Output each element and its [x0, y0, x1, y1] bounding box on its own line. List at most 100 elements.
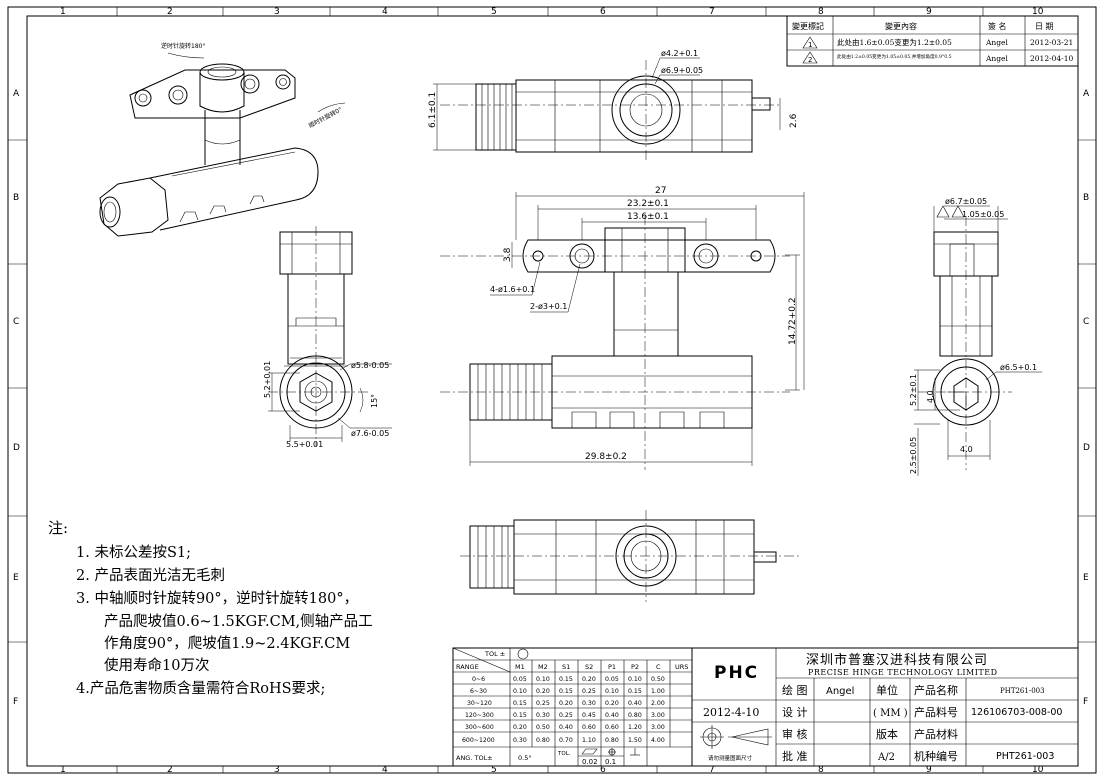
tol-cell: 0.10: [605, 688, 619, 695]
dim-front-bottom: 29.8±0.2: [585, 452, 627, 462]
section-hatch: [949, 243, 975, 277]
dim-front-inner: 13.6±0.1: [627, 212, 669, 222]
circularity-icon: [517, 648, 529, 660]
tol-range: 0~6: [472, 676, 485, 683]
tol-range: 6~30: [470, 688, 487, 695]
col-label-1b: 1: [60, 765, 66, 775]
title-block: PHC 深圳市普塞汉进科技有限公司 PRECISE HINGE TECHNOLO…: [691, 647, 1079, 767]
label-design: 设 计: [782, 706, 808, 719]
tol-cell: 0.30: [513, 737, 527, 744]
dim-side-angle: 15°: [370, 394, 379, 408]
perpendicular-icon: [630, 748, 640, 756]
dim-side-width: 5.5+0.01: [286, 440, 323, 449]
tol-cell: 0.40: [605, 712, 619, 719]
tol-cell: 0.20: [536, 688, 550, 695]
col-label-6b: 6: [600, 765, 606, 775]
col-label-8: 8: [818, 7, 824, 17]
row-label-E-r: E: [1083, 573, 1089, 583]
tol-cell: 0.25: [559, 712, 573, 719]
notes: 注: 1. 未标公差按S1; 2. 产品表面光洁无毛刺 3. 中轴顺时针旋转90…: [48, 519, 373, 697]
tol-cell: 0.20: [559, 700, 573, 707]
tol-range: 300~600: [465, 724, 494, 731]
tol-range: 30~120: [467, 700, 492, 707]
tol-corner-bottom: RANGE: [456, 663, 479, 671]
tol-cell: 0.40: [628, 700, 642, 707]
tol-cell: 0.80: [628, 712, 642, 719]
dim-right-bottom: 2.5±0.05: [909, 437, 918, 474]
drawing-no-value: PHT261-003: [996, 751, 1054, 762]
tol-flat: 0.02: [582, 758, 598, 766]
iso-label-cw: 逆时针旋转180°: [161, 42, 205, 50]
row-label-C: C: [13, 317, 19, 327]
rotation-arrow-2-icon: [317, 102, 346, 113]
tol-cell: 0.50: [536, 724, 550, 731]
tol-cell: 0.60: [605, 724, 619, 731]
tolerance-table: TOL ± RANGE M1 M2 S1 S2 P1 P2 C URS 0~6 …: [452, 647, 693, 767]
rev-mark-1-icon: 1: [802, 36, 818, 49]
note-3d: 使用寿命10万次: [104, 656, 209, 674]
flatness-icon: [581, 748, 598, 755]
title-footnote: 请勿测量图面尺寸: [708, 754, 753, 762]
label-part-no: 产品料号: [914, 705, 958, 719]
right-view: ø6.7±0.05 1.05±0.05 ø6.5+0.1 5.2±0.1 4.0…: [909, 197, 1042, 476]
tol-cell: 0.45: [582, 712, 596, 719]
tol-col-s2: S2: [585, 663, 593, 671]
row-label-B-r: B: [1083, 193, 1089, 203]
rev-content-2: 此处由1.2±0.05变更为1.05±0.05,并增加角度0.9°0.5: [837, 53, 952, 60]
tol-cell: 0.30: [582, 700, 596, 707]
col-label-5b: 5: [491, 765, 497, 775]
rev-mark-2-icon: 2: [802, 51, 818, 64]
dim-right-d: ø6.5+0.1: [1000, 363, 1037, 372]
rev-header-sign: 簽 名: [988, 21, 1007, 31]
rev-date-2: 2012-04-10: [1030, 54, 1073, 63]
version-value: A/2: [877, 752, 895, 763]
tol-range: 120~300: [465, 712, 494, 719]
label-product-name: 产品名称: [914, 683, 958, 697]
rotation-arrow-icon: [167, 52, 205, 59]
tol-cell: 0.80: [605, 737, 619, 744]
label-unit: 单位: [876, 683, 898, 697]
dim-front-holes-small: 4-ø1.6+0.1: [490, 285, 535, 294]
dim-right-h: 5.2±0.1: [909, 374, 918, 406]
col-label-1: 1: [60, 7, 66, 17]
tol-cell: 0.20: [605, 700, 619, 707]
tol-cell: 1.10: [582, 737, 596, 744]
iso-label-ccw: 顺时针旋转0°: [307, 105, 343, 129]
rev-header-content: 變更內容: [885, 21, 917, 31]
col-label-3: 3: [274, 7, 280, 17]
col-label-4b: 4: [382, 765, 388, 775]
dim-right-4-horz: 4.0: [960, 445, 973, 454]
tol-col-p1: P1: [608, 663, 616, 671]
tol-cell: 4.00: [651, 737, 665, 744]
tol-cell: 0.30: [536, 712, 550, 719]
col-label-10: 10: [1032, 7, 1044, 17]
tol-cell: 0.15: [559, 688, 573, 695]
tol-col-m2: M2: [538, 663, 548, 671]
col-label-9: 9: [926, 7, 932, 17]
note-3c: 作角度90°，爬坡值1.9~2.4KGF.CM: [104, 635, 350, 652]
tol-cell: 3.00: [651, 724, 665, 731]
tol-pos: 0.1: [605, 758, 616, 766]
row-label-D-r: D: [1083, 443, 1090, 453]
tol-cell: 0.20: [582, 676, 596, 683]
part-no-value: 126106703-008-00: [971, 707, 1062, 718]
tol-cell: 0.10: [628, 676, 642, 683]
tol-cell: 0.15: [513, 700, 527, 707]
drawing-date: 2012-4-10: [703, 706, 759, 719]
col-label-5: 5: [491, 7, 497, 17]
dim-right-4-vert: 4.0: [926, 390, 935, 403]
tol-cell: 0.05: [513, 676, 527, 683]
tol-cell: 0.25: [582, 688, 596, 695]
label-approve: 批 准: [782, 749, 808, 763]
tol-tol-label: TOL.: [557, 751, 571, 757]
row-label-F: F: [13, 697, 18, 707]
front-view: 27 23.2±0.1 13.6±0.1 3.8 4-ø1.6+0.1 2-ø3…: [440, 186, 805, 470]
tol-cell: 0.15: [559, 676, 573, 683]
tol-cell: 0.60: [582, 724, 596, 731]
dim-right-flat: 1.05±0.05: [962, 210, 1004, 219]
row-label-A: A: [13, 89, 20, 99]
tol-cell: 2.00: [651, 700, 665, 707]
notes-heading: 注:: [48, 519, 68, 537]
tol-col-s1: S1: [562, 663, 570, 671]
